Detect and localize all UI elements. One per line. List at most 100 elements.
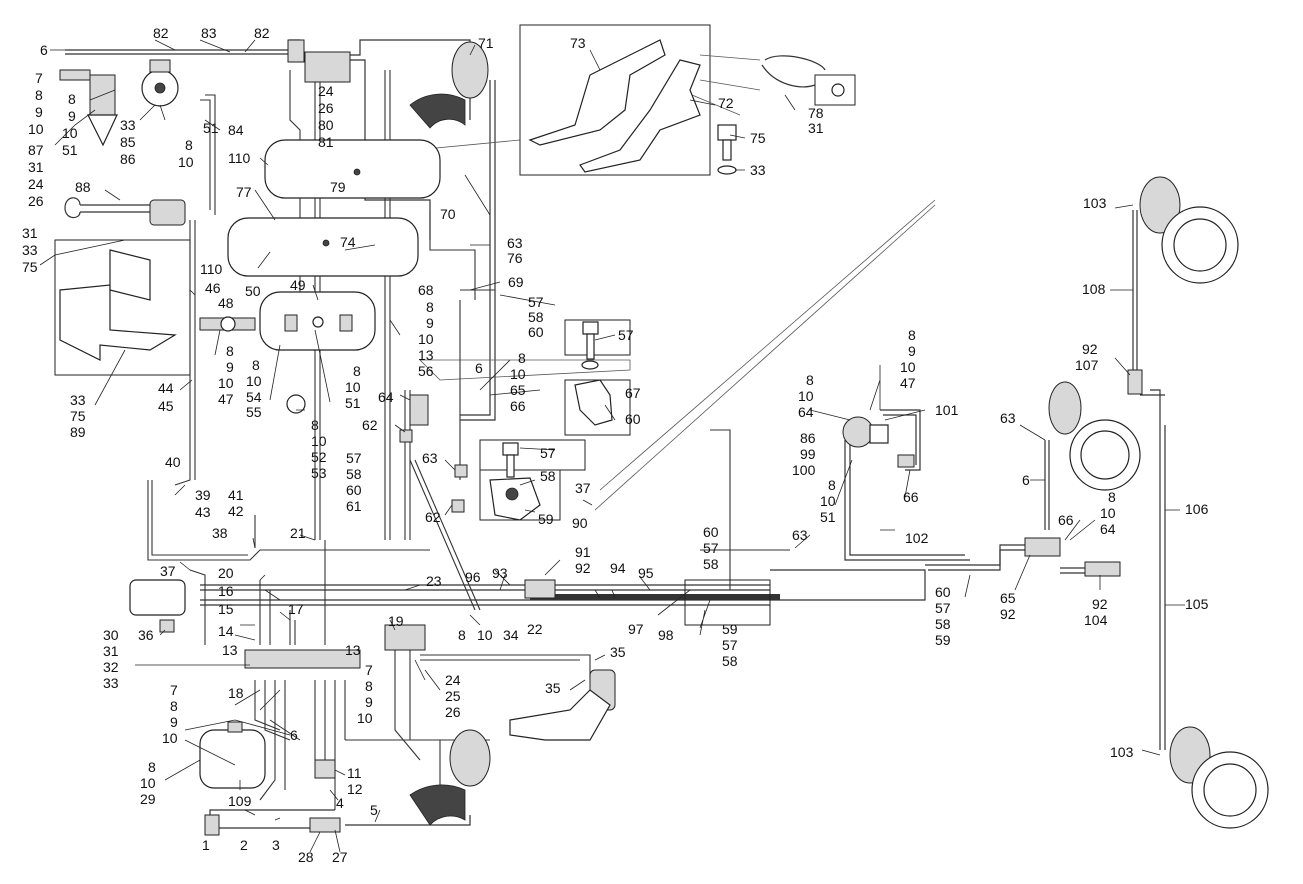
callout-59: 59 xyxy=(722,621,738,637)
callout-10: 10 xyxy=(218,375,234,391)
callout-8: 8 xyxy=(458,627,466,643)
callout-25: 25 xyxy=(445,688,461,704)
callout-22: 22 xyxy=(527,621,543,637)
callout-12: 12 xyxy=(347,781,363,797)
callout-27: 27 xyxy=(332,849,348,865)
callout-74: 74 xyxy=(340,234,356,250)
callout-55: 55 xyxy=(246,404,262,420)
callout-10: 10 xyxy=(798,388,814,404)
bracket-73 xyxy=(528,39,666,146)
valve-65 xyxy=(1024,537,1061,557)
callout-52: 52 xyxy=(311,449,327,465)
callout-60: 60 xyxy=(703,524,719,540)
callout-59: 59 xyxy=(935,632,951,648)
callout-57: 57 xyxy=(346,450,362,466)
bracket-inset xyxy=(59,284,177,361)
compressor-109 xyxy=(199,729,266,789)
valve-37-left xyxy=(129,579,186,616)
callout-57: 57 xyxy=(618,327,634,343)
callout-35: 35 xyxy=(610,644,626,660)
callout-33: 33 xyxy=(120,117,136,133)
callout-9: 9 xyxy=(68,108,76,124)
valve-64-mid xyxy=(409,394,429,426)
callout-58: 58 xyxy=(346,466,362,482)
callout-69: 69 xyxy=(508,274,524,290)
leader-lines xyxy=(39,39,1185,853)
callout-35: 35 xyxy=(545,680,561,696)
strap-78 xyxy=(761,55,826,88)
callout-96: 96 xyxy=(465,569,481,585)
callout-37: 37 xyxy=(575,480,591,496)
callout-101: 101 xyxy=(935,402,959,418)
callout-63: 63 xyxy=(422,450,438,466)
callout-8: 8 xyxy=(311,417,319,433)
callout-34: 34 xyxy=(503,627,519,643)
tail-bracket-35 xyxy=(509,689,611,741)
callout-8: 8 xyxy=(518,350,526,366)
callout-110: 110 xyxy=(200,261,223,277)
callout-88: 88 xyxy=(75,179,91,195)
callout-82: 82 xyxy=(254,25,270,41)
callout-109: 109 xyxy=(228,793,252,809)
callout-100: 100 xyxy=(792,462,816,478)
callout-51: 51 xyxy=(820,509,836,525)
valve-91 xyxy=(524,579,556,599)
callout-72: 72 xyxy=(718,95,734,111)
callout-8: 8 xyxy=(185,137,193,153)
callout-15: 15 xyxy=(218,601,234,617)
callout-13: 13 xyxy=(222,642,238,658)
callout-57: 57 xyxy=(935,600,951,616)
callout-83: 83 xyxy=(201,25,217,41)
callout-70: 70 xyxy=(440,206,456,222)
callout-59: 59 xyxy=(538,511,554,527)
callout-58: 58 xyxy=(540,468,556,484)
callout-10: 10 xyxy=(311,433,327,449)
callout-103: 103 xyxy=(1083,195,1107,211)
callout-14: 14 xyxy=(218,623,234,639)
callout-36: 36 xyxy=(138,627,154,643)
callout-80: 80 xyxy=(318,117,334,133)
callout-49: 49 xyxy=(290,277,306,293)
callout-51: 51 xyxy=(62,142,78,158)
callout-65: 65 xyxy=(1000,590,1016,606)
callout-8: 8 xyxy=(252,357,260,373)
callout-58: 58 xyxy=(722,653,738,669)
callout-84: 84 xyxy=(228,122,244,138)
callout-31: 31 xyxy=(28,159,44,175)
callout-9: 9 xyxy=(226,359,234,375)
callout-104: 104 xyxy=(1084,612,1108,628)
callout-92: 92 xyxy=(1092,596,1108,612)
callout-2: 2 xyxy=(240,837,248,853)
callout-33: 33 xyxy=(70,392,86,408)
callout-86: 86 xyxy=(800,430,816,446)
brake-drum-lower xyxy=(409,784,466,826)
callout-87: 87 xyxy=(28,142,44,158)
callout-47: 47 xyxy=(218,391,234,407)
manifold-13 xyxy=(244,649,361,669)
callout-60: 60 xyxy=(935,584,951,600)
callout-10: 10 xyxy=(1100,505,1116,521)
callout-8: 8 xyxy=(148,759,156,775)
callout-61: 61 xyxy=(346,498,362,514)
callout-42: 42 xyxy=(228,503,244,519)
callout-20: 20 xyxy=(218,565,234,581)
callout-7: 7 xyxy=(170,682,178,698)
control-valve-86 xyxy=(842,416,874,448)
callout-9: 9 xyxy=(908,343,916,359)
callout-9: 9 xyxy=(35,104,43,120)
callout-94: 94 xyxy=(610,560,626,576)
callout-10: 10 xyxy=(477,627,493,643)
callout-92: 92 xyxy=(1000,606,1016,622)
callout-31: 31 xyxy=(22,225,38,241)
callout-71: 71 xyxy=(478,35,494,51)
callout-51: 51 xyxy=(203,120,219,136)
callout-107: 107 xyxy=(1075,357,1099,373)
callout-79: 79 xyxy=(330,179,346,195)
callout-24: 24 xyxy=(318,83,334,99)
callout-10: 10 xyxy=(140,775,156,791)
callout-57: 57 xyxy=(540,445,556,461)
callout-9: 9 xyxy=(426,315,434,331)
callout-8: 8 xyxy=(806,372,814,388)
callout-8: 8 xyxy=(365,678,373,694)
